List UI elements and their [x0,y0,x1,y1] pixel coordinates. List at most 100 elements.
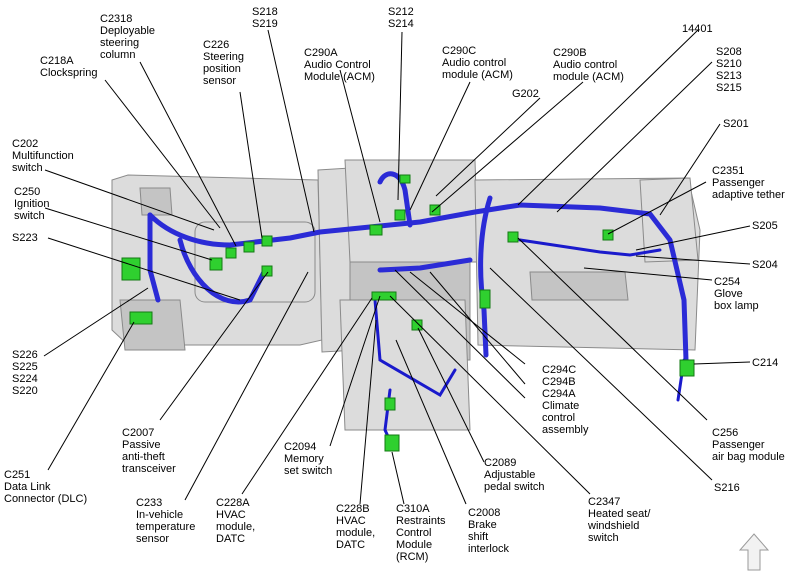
label-line: Audio control [442,57,506,69]
label-line: position [203,63,241,75]
label-line: adaptive tether [712,189,785,201]
label-line: Control [396,527,431,539]
label-line: module (ACM) [442,69,513,81]
label-line: In-vehicle [136,509,183,521]
label-line: C256 [712,427,738,439]
label-line: switch [12,162,43,174]
label-line: anti-theft [122,451,165,463]
connectors [121,174,695,452]
label-line: Heated seat/ [588,508,651,520]
label-line: Module (ACM) [304,71,375,83]
label-line: Clockspring [40,67,97,79]
label-line: C228B [336,503,370,515]
label-line: S213 [716,70,742,82]
label-line: C2008 [468,507,500,519]
label-line: transceiver [122,463,176,475]
label-s223: S223 [12,232,38,244]
label-line: shift [468,531,488,543]
label-line: Ignition [14,198,49,210]
label-line: C2347 [588,496,620,508]
label-line: C2089 [484,457,516,469]
label-line: Brake [468,519,497,531]
label-line: windshield [587,520,639,532]
label-line: Passenger [712,439,765,451]
label-line: G202 [512,88,539,100]
label-line: column [100,49,135,61]
label-line: C233 [136,497,162,509]
label-line: box lamp [714,300,759,312]
label-line: C250 [14,186,40,198]
label-line: S215 [716,82,742,94]
label-line: C2351 [712,165,744,177]
label-line: C294A [542,388,576,400]
label-line: pedal switch [484,481,545,493]
label-line: (RCM) [396,551,428,563]
label-line: Deployable [100,25,155,37]
label-line: module, [336,527,375,539]
label-line: Memory [284,453,324,465]
label-line: C294B [542,376,576,388]
label-line: Glove [714,288,743,300]
label-line: C218A [40,55,74,67]
label-line: Multifunction [12,150,74,162]
label-s201: S201 [723,118,749,130]
label-line: C202 [12,138,38,150]
up-arrow-icon[interactable] [738,533,770,571]
label-line: C294C [542,364,576,376]
label-line: Audio Control [304,59,371,71]
label-line: C290B [553,47,587,59]
label-line: S224 [12,373,38,385]
label-line: C254 [714,276,740,288]
label-line: C2094 [284,441,316,453]
label-line: C2318 [100,13,132,25]
label-line: assembly [542,424,589,436]
label-line: module, [216,521,255,533]
label-line: S205 [752,220,778,232]
label-line: S204 [752,259,778,271]
label-line: S225 [12,361,38,373]
label-line: S201 [723,118,749,130]
label-s216: S216 [714,482,740,494]
label-line: control [542,412,575,424]
label-line: module (ACM) [553,71,624,83]
label-line: interlock [468,543,509,555]
label-c214: C214 [752,357,778,369]
label-line: S214 [388,18,414,30]
label-line: switch [588,532,619,544]
label-line: Data Link [4,481,51,493]
label-line: DATC [216,533,245,545]
label-line: S226 [12,349,38,361]
label-line: Adjustable [484,469,535,481]
label-line: set switch [284,465,332,477]
label-line: sensor [136,533,169,545]
label-line: Module [396,539,432,551]
label-line: C228A [216,497,250,509]
label-line: 14401 [682,23,713,35]
label-line: Steering [203,51,244,63]
label-line: DATC [336,539,365,551]
label-line: C290A [304,47,338,59]
label-line: C290C [442,45,476,57]
label-line: temperature [136,521,195,533]
label-line: C214 [752,357,778,369]
